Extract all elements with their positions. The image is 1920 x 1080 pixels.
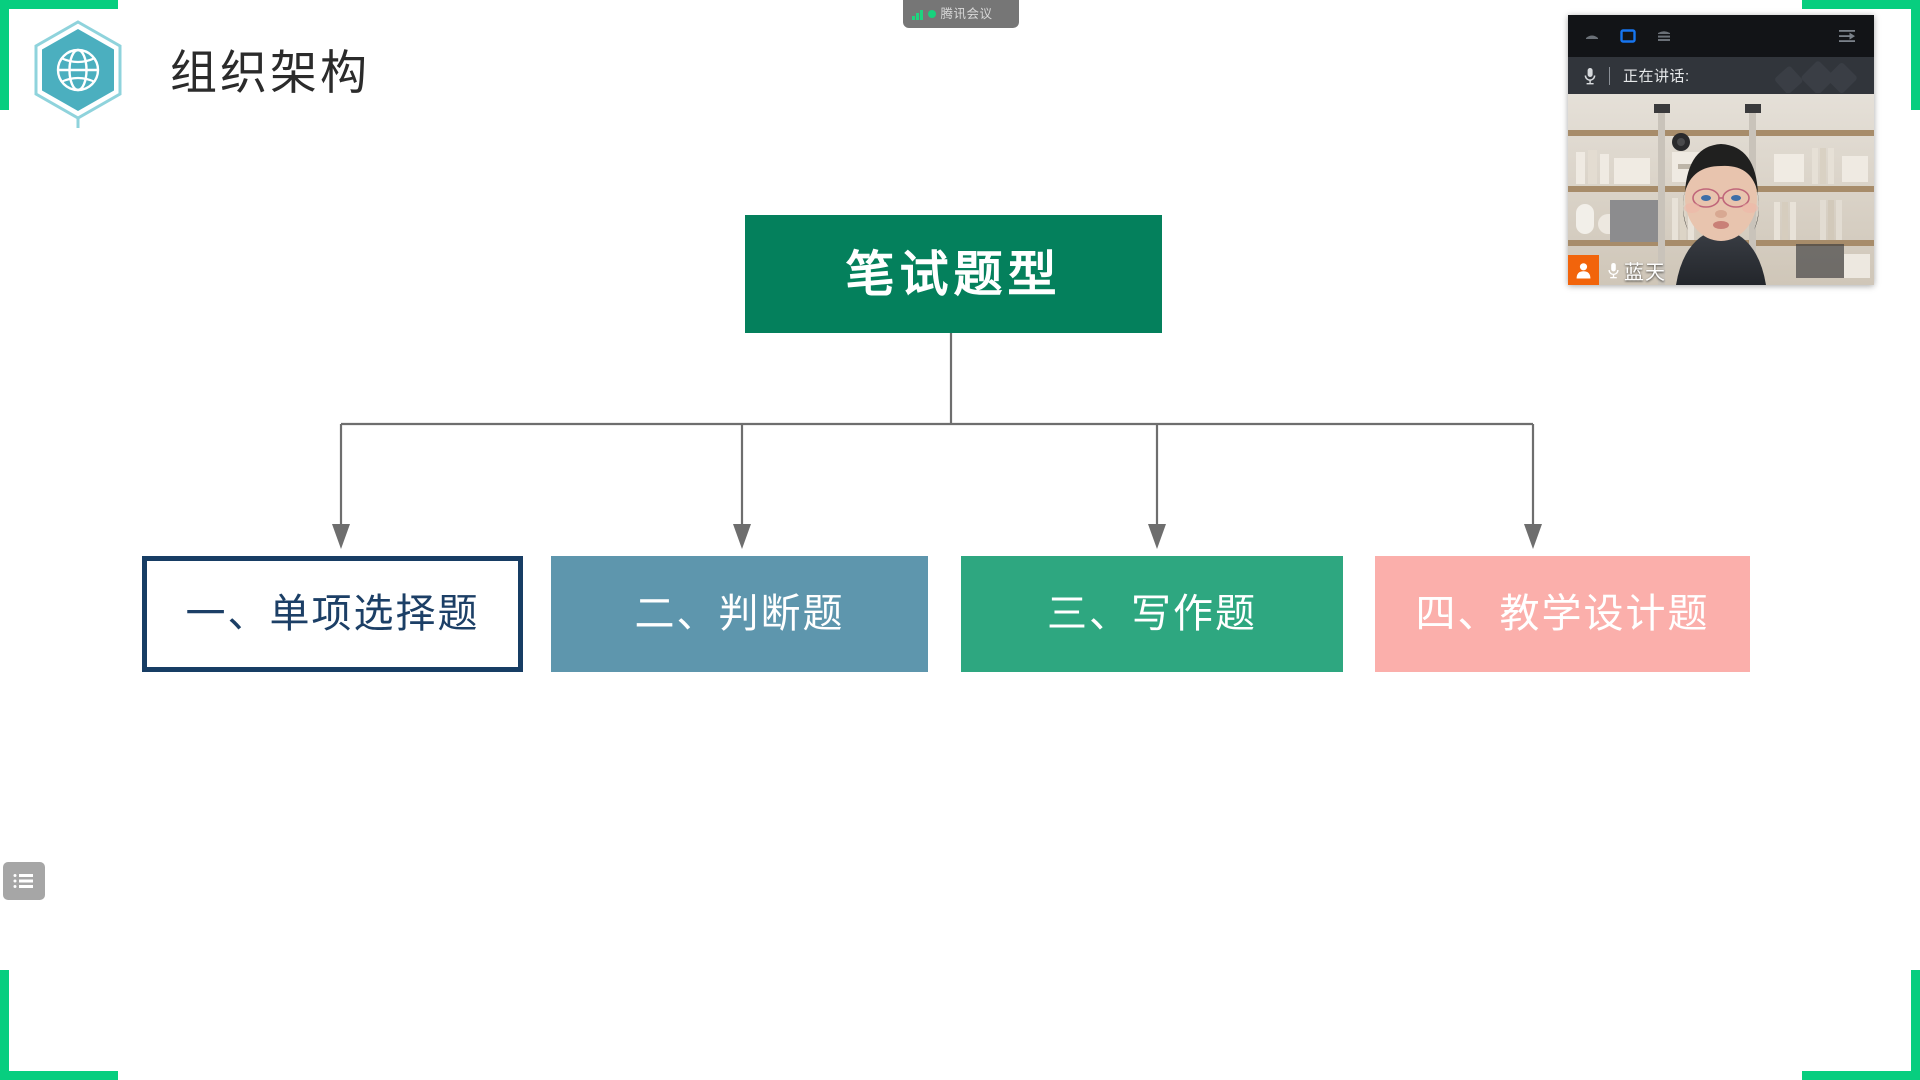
meeting-video-panel[interactable]: 正在讲话: xyxy=(1568,15,1874,285)
hamburger-menu-icon[interactable] xyxy=(1654,26,1674,46)
active-speaker-label: 正在讲话: xyxy=(1623,68,1690,85)
slide-header: 组织架构 xyxy=(30,18,370,128)
screen-share-border-bottom-right-h xyxy=(1802,1071,1920,1080)
org-node-leaf-1[interactable]: 一、单项选择题 xyxy=(142,556,523,672)
list-menu-icon xyxy=(13,874,33,888)
org-node-leaf-3[interactable]: 三、写作题 xyxy=(961,556,1343,672)
org-node-leaf-4[interactable]: 四、教学设计题 xyxy=(1375,556,1750,672)
meeting-app-name: 腾讯会议 xyxy=(940,6,993,21)
meeting-status-pill[interactable]: 腾讯会议 xyxy=(903,0,1019,28)
participant-video-feed[interactable]: 蓝天 xyxy=(1568,94,1874,285)
signal-bars-icon xyxy=(912,9,923,20)
person-avatar-icon xyxy=(1568,255,1599,285)
recording-status-dot xyxy=(927,10,936,18)
video-panel-titlebar xyxy=(1568,15,1874,57)
video-feed-image xyxy=(1568,94,1874,285)
active-speaker-bar: 正在讲话: xyxy=(1568,57,1874,94)
restore-window-icon[interactable] xyxy=(1618,26,1638,46)
screen-share-border-bottom-right-v xyxy=(1911,970,1920,1080)
screen-share-border-bottom-left-h xyxy=(0,1071,118,1080)
org-node-leaf-2[interactable]: 二、判断题 xyxy=(551,556,928,672)
microphone-icon xyxy=(1584,67,1596,84)
list-menu-button[interactable] xyxy=(3,862,45,900)
minimize-icon[interactable] xyxy=(1582,26,1602,46)
screen-share-border-top-right-v xyxy=(1911,0,1920,110)
participant-microphone-icon xyxy=(1608,262,1619,278)
screen-share-border-top-left-h xyxy=(0,0,118,9)
screen-share-border-top-right-h xyxy=(1802,0,1920,9)
hexagon-globe-icon xyxy=(30,18,126,128)
tencent-meeting-logo-icon xyxy=(1775,61,1857,93)
speaker-bar-divider xyxy=(1609,66,1610,85)
org-node-root[interactable]: 笔试题型 xyxy=(745,215,1162,333)
participant-name: 蓝天 xyxy=(1624,261,1666,284)
screen-share-border-top-left-v xyxy=(0,0,9,110)
screen-share-border-bottom-left-v xyxy=(0,970,9,1080)
arrow-right-out-icon[interactable] xyxy=(1836,26,1860,46)
page-title: 组织架构 xyxy=(170,45,370,101)
participant-name-tag: 蓝天 xyxy=(1568,255,1666,285)
